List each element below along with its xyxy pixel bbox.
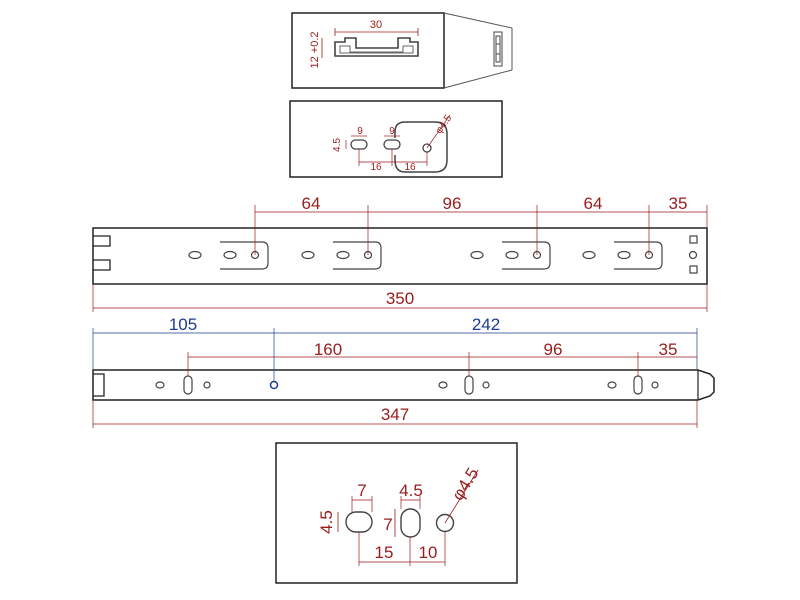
rail-cross-section xyxy=(334,37,419,57)
hole-detail-top: 9 9 4.5 16 16 φ4.5 xyxy=(289,100,503,178)
inner-rail-body xyxy=(92,369,715,401)
outer-spacing-4: 35 xyxy=(669,194,688,213)
hole-pitch-2-label: 16 xyxy=(404,162,416,173)
profile-frame xyxy=(291,12,445,89)
oblong-slot xyxy=(345,511,373,533)
inner-split-1: 105 xyxy=(169,315,197,334)
slot-1 xyxy=(350,139,368,150)
outer-spacing-2: 96 xyxy=(443,194,462,213)
pitch-2-label-bottom: 10 xyxy=(419,543,438,562)
hole-detail-bottom-frame xyxy=(275,442,518,584)
vertical-slot xyxy=(400,508,421,538)
inner-slot-1 xyxy=(183,375,193,395)
inner-rail: 105 242 160 96 35 347 xyxy=(92,315,715,428)
outer-rail-notch xyxy=(93,235,111,271)
inner-slot-3 xyxy=(633,375,643,395)
round-hole-label: φ4.5 xyxy=(434,113,455,136)
slot-2 xyxy=(383,139,401,150)
inner-reference-hole xyxy=(269,380,279,390)
outer-rail-body xyxy=(92,227,708,285)
end-hole xyxy=(688,250,698,260)
bracket-outline xyxy=(394,121,448,173)
slot-height-label: 4.5 xyxy=(332,138,343,152)
perspective-line-top xyxy=(443,12,513,29)
hole-pitch-1-label: 16 xyxy=(370,162,382,173)
inner-overall-length: 347 xyxy=(381,405,409,424)
slot-width-label: 9 xyxy=(357,126,363,137)
outer-rail-hole-group-1 xyxy=(188,241,269,270)
outer-spacing-1: 64 xyxy=(302,194,321,213)
perspective-line-bottom xyxy=(443,69,513,89)
profile-height-label: 12 +0.2 xyxy=(309,31,321,68)
end-square-2 xyxy=(689,265,698,274)
hole-detail-top-frame xyxy=(289,100,503,178)
inner-spacing-1: 160 xyxy=(314,340,342,359)
inner-slot-2 xyxy=(464,375,474,395)
rail-cross-section-inner xyxy=(339,45,414,54)
inner-spacing-3: 35 xyxy=(659,340,678,359)
pitch-1-label-bottom: 15 xyxy=(375,543,394,562)
outer-rail: 64 96 64 35 350 xyxy=(92,194,708,312)
hole-detail-bottom: 7 4.5 4.5 7 φ4.5 15 10 xyxy=(275,442,518,584)
outer-overall-length: 350 xyxy=(386,289,414,308)
slot-height-label-bottom: 4.5 xyxy=(317,510,336,534)
vertical-slot-height-label: 7 xyxy=(383,515,392,534)
inner-spacing-2: 96 xyxy=(544,340,563,359)
outer-rail-hole-group-3 xyxy=(470,241,551,270)
inner-split-2: 242 xyxy=(472,315,500,334)
profile-detail: 30 12 +0.2 xyxy=(291,12,513,89)
inner-rail-notch xyxy=(93,373,105,397)
slot-gap-label: 9 xyxy=(389,126,395,137)
vertical-slot-width-label: 4.5 xyxy=(399,481,423,500)
outer-rail-hole-group-4 xyxy=(582,241,663,270)
profile-width-label: 30 xyxy=(370,19,382,31)
outer-spacing-3: 64 xyxy=(584,194,603,213)
rail-end-view xyxy=(493,31,503,67)
end-square-1 xyxy=(689,235,698,244)
slot-width-label-bottom: 7 xyxy=(357,481,366,500)
outer-rail-hole-group-2 xyxy=(301,241,382,270)
